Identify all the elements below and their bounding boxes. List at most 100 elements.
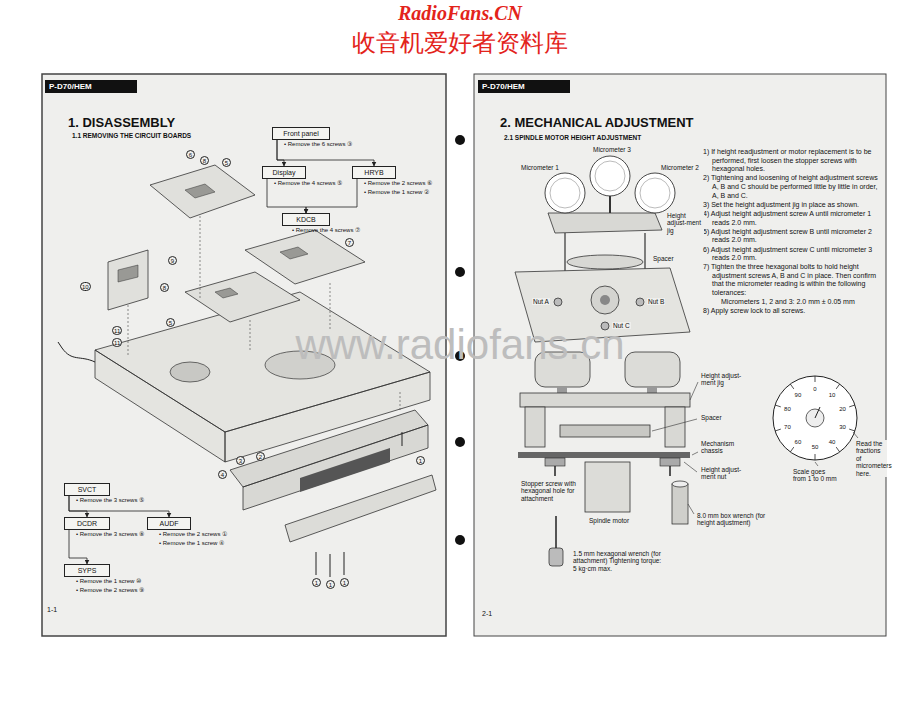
procedure-step: 6) Adjust height adjustment screw C unti… xyxy=(703,246,883,263)
part-label: Micrometer 3 xyxy=(592,146,632,153)
micrometer-side xyxy=(625,352,680,387)
dial-needle xyxy=(815,407,820,418)
flow-connector xyxy=(69,496,169,517)
callout-number: 10 xyxy=(80,282,91,291)
assembly-guide-line xyxy=(128,216,400,410)
height-adjustment-nut xyxy=(660,458,680,466)
instruction-note: • Remove the 4 screws ⑦ xyxy=(292,227,360,234)
part-label: 1.5 mm hexagonal wrench (for attachment)… xyxy=(572,550,666,572)
callout-number: 1 xyxy=(416,456,425,465)
flow-connector xyxy=(277,140,374,166)
screw xyxy=(316,432,402,577)
procedure-step: 1) If height readjustment or motor repla… xyxy=(703,148,883,174)
box-wrench xyxy=(672,484,688,524)
callout-number: 8 xyxy=(160,283,169,292)
flow-box: DCDR xyxy=(64,517,110,530)
part-label: Nut A xyxy=(532,298,550,305)
dial-number: 20 xyxy=(839,406,846,413)
box-label: AUDF xyxy=(153,519,185,528)
procedure-step: 4) Adjust height adjustment screw A unti… xyxy=(703,210,883,227)
dial-ring xyxy=(640,178,670,208)
instruction-note: • Remove the 1 screw ④ xyxy=(159,540,224,547)
model-band: P-D70/HEM xyxy=(478,80,570,93)
callout-number: 3 xyxy=(236,456,245,465)
procedure-step: 5) Adjust height adjustment screw B unti… xyxy=(703,228,883,245)
part-label: Height adjust-ment nut xyxy=(700,466,744,481)
transformer xyxy=(170,362,210,382)
part-label: Nut B xyxy=(647,298,665,305)
callout-number: 2 xyxy=(256,452,265,461)
part-label: Micrometer 1 xyxy=(520,164,560,171)
model-band: P-D70/HEM xyxy=(45,80,137,93)
dial-number: 60 xyxy=(795,438,802,445)
micrometer-dial xyxy=(635,173,675,213)
section-title: 1. DISASSEMBLY xyxy=(68,116,175,131)
part-label: Scale goes from 1 to 0 mm xyxy=(792,468,840,483)
callout-number: 5 xyxy=(166,318,175,327)
part-label: Spacer xyxy=(652,255,675,262)
callout-number: 4 xyxy=(218,470,227,479)
callout-number: 5 xyxy=(222,158,231,167)
procedure-step: 7) Tighten the three hexagonal bolts to … xyxy=(703,263,883,297)
front-bezel xyxy=(285,475,436,542)
box-label: KDCB xyxy=(288,215,324,224)
micrometer-scale-dial xyxy=(773,376,857,460)
site-subtitle: 收音机爱好者资料库 xyxy=(352,30,568,58)
instruction-note: • Remove the 2 screws ⑨ xyxy=(76,587,144,594)
subsection-title: 2.1 SPINDLE MOTOR HEIGHT ADJUSTMENT xyxy=(504,134,641,141)
part-label: Stopper screw with hexagonal hole for at… xyxy=(520,480,582,502)
callout-number: 7 xyxy=(345,238,354,247)
box-label: Display xyxy=(268,168,300,177)
procedure-step: 2) Tightening and loosening of height ad… xyxy=(703,174,883,200)
flow-box: HRYB xyxy=(352,166,396,179)
micrometer-dial xyxy=(545,173,585,213)
part-label: Spacer xyxy=(700,414,723,421)
procedure-step: 3) Set the height adjustment jig in plac… xyxy=(703,201,883,210)
micrometer-dial xyxy=(590,156,630,196)
binding-hole xyxy=(455,135,465,145)
height-adjustment-jig xyxy=(548,213,662,233)
hex-wrench-shaft xyxy=(555,516,557,548)
binding-hole xyxy=(455,267,465,277)
dial-number: 0 xyxy=(813,386,816,393)
dial-number: 10 xyxy=(829,391,836,398)
hex-wrench-handle xyxy=(549,548,563,566)
tolerance-note: Micrometers 1, 2 and 3: 2.0 mm ± 0.05 mm xyxy=(703,298,883,307)
leader-line xyxy=(815,432,858,466)
page-number: 1-1 xyxy=(47,606,57,614)
instruction-note: • Remove the 4 screws ⑤ xyxy=(274,180,342,187)
subsection-title: 1.1 REMOVING THE CIRCUIT BOARDS xyxy=(72,132,191,139)
section-title: 2. MECHANICAL ADJUSTMENT xyxy=(500,116,694,131)
spindle-motor-top xyxy=(591,286,619,314)
part-label: Height adjust-ment jig xyxy=(700,372,744,387)
callout-number: 9 xyxy=(168,256,177,265)
mechanism-chassis xyxy=(518,452,690,458)
dial-number: 90 xyxy=(795,391,802,398)
flow-box: Display xyxy=(262,166,306,179)
jig-pin xyxy=(565,233,645,272)
flow-box: Front panel xyxy=(272,127,330,140)
watermark: www.radiofans.cn xyxy=(295,321,624,369)
flow-box: SYPS xyxy=(64,564,110,577)
micrometer-stem xyxy=(557,387,567,393)
dial-number: 70 xyxy=(784,424,791,431)
leader-line xyxy=(652,382,698,514)
dial-number: 30 xyxy=(839,424,846,431)
instruction-note: • Remove the 1 screw ② xyxy=(364,189,429,196)
instruction-note: • Remove the 1 screw ⑩ xyxy=(76,578,141,585)
part-label: Spindle motor xyxy=(588,517,630,524)
dial-ring xyxy=(550,178,580,208)
spindle-motor xyxy=(585,462,630,512)
jig-leg xyxy=(525,407,545,447)
nut xyxy=(554,298,562,306)
callout-number: 8 xyxy=(200,156,209,165)
spindle-shaft xyxy=(600,295,610,305)
instruction-note: • Remove the 2 screws ⑥ xyxy=(364,180,432,187)
part-label: Micrometer 2 xyxy=(660,164,700,171)
power-cord xyxy=(58,342,95,362)
dial-tick xyxy=(775,376,855,460)
callout-number: 1 xyxy=(340,578,349,587)
display-window xyxy=(300,448,390,492)
